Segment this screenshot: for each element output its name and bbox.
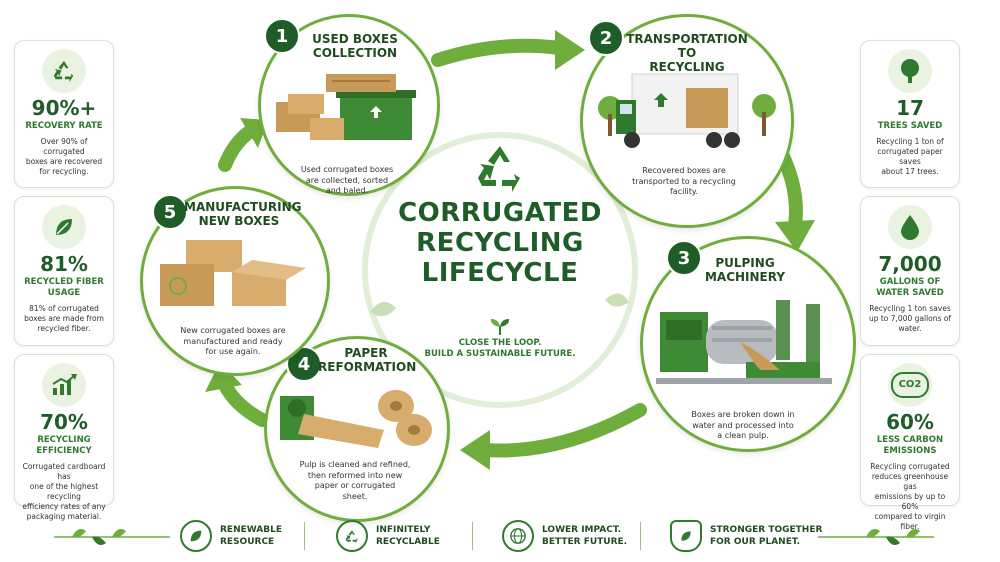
co2-icon: CO2 <box>891 372 929 398</box>
stat-card-water-saved: 7,000 GALLONS OF WATER SAVED Recycling 1… <box>860 196 960 346</box>
stat-card-trees-saved: 17 TREES SAVED Recycling 1 ton of corrug… <box>860 40 960 188</box>
stat-label: GALLONS OF WATER SAVED <box>876 277 944 298</box>
stat-label: RECYCLED FIBER USAGE <box>24 277 104 298</box>
step-title: USED BOXES COLLECTION <box>312 32 398 60</box>
page-title: CORRUGATED RECYCLING LIFECYCLE <box>398 198 602 288</box>
step-title: MANUFACTURING NEW BOXES <box>184 200 302 228</box>
tagline: CLOSE THE LOOP. BUILD A SUSTAINABLE FUTU… <box>424 338 576 359</box>
footer-vine-right <box>818 529 934 545</box>
recycling-truck-illustration <box>598 73 776 148</box>
recycle-icon <box>345 529 358 543</box>
step-description: Boxes are broken down in water and proce… <box>691 410 795 440</box>
stat-value: 17 <box>896 96 924 120</box>
step-badge: 2 <box>588 20 624 56</box>
stat-description: Over 90% of corrugated boxes are recover… <box>25 137 103 176</box>
stat-value: 81% <box>40 252 88 276</box>
footer-divider <box>472 522 473 550</box>
step-description: Recovered boxes are transported to a rec… <box>632 166 736 196</box>
tree-icon <box>901 59 919 83</box>
stat-description: Recycling corrugated reduces greenhouse … <box>870 462 950 531</box>
footer-divider <box>304 522 305 550</box>
growth-chart-icon <box>52 374 77 395</box>
stat-description: Corrugated cardboard has one of the high… <box>22 462 106 521</box>
footer-vine-left <box>54 529 170 545</box>
stat-label: TREES SAVED <box>877 121 943 131</box>
stat-card-carbon-emissions: CO2 60% LESS CARBON EMISSIONS Recycling … <box>860 354 960 531</box>
step-badge: 1 <box>264 18 300 54</box>
recycle-icon <box>53 60 74 83</box>
stat-description: 81% of corrugated boxes are made from re… <box>24 304 104 333</box>
stat-card-recycling-efficiency: 70% RECYCLING EFFICIENCY Corrugated card… <box>14 354 114 521</box>
stat-label: LESS CARBON EMISSIONS <box>876 435 944 456</box>
stat-description: Recycling 1 ton saves up to 7,000 gallon… <box>868 304 952 333</box>
footer-lower-impact: LOWER IMPACT.BETTER FUTURE. <box>502 520 627 552</box>
stat-label: RECOVERY RATE <box>25 121 103 131</box>
step-description: Pulp is cleaned and refined, then reform… <box>299 460 411 501</box>
water-drop-icon <box>901 215 919 240</box>
stat-card-recycled-fiber: 81% RECYCLED FIBER USAGE 81% of corrugat… <box>14 196 114 346</box>
globe-icon <box>510 528 526 544</box>
step-description: Used corrugated boxes are collected, sor… <box>300 165 394 195</box>
step-badge: 5 <box>152 194 188 230</box>
stat-value: 60% <box>886 410 934 434</box>
stat-value: 7,000 <box>878 252 942 276</box>
step-description: New corrugated boxes are manufactured an… <box>180 326 286 356</box>
step-title: PAPER REFORMATION <box>318 346 417 374</box>
pulping-machine-illustration <box>656 300 832 384</box>
stat-label: RECYCLING EFFICIENCY <box>36 435 92 456</box>
baled-boxes-illustration <box>276 74 416 140</box>
recycle-icon <box>478 146 520 192</box>
sprout-icon <box>490 319 510 335</box>
step-badge: 3 <box>666 240 702 276</box>
leaf-icon <box>190 530 202 542</box>
paper-rolls-illustration <box>280 390 432 448</box>
leaf-icon <box>56 219 72 235</box>
footer-divider <box>640 522 641 550</box>
new-boxes-illustration <box>160 240 306 306</box>
stat-description: Recycling 1 ton of corrugated paper save… <box>876 137 944 176</box>
stat-value: 70% <box>40 410 88 434</box>
step-title: PULPING MACHINERY <box>704 256 786 284</box>
shield-leaf-icon <box>681 531 691 541</box>
stat-card-recovery-rate: 90%+ RECOVERY RATE Over 90% of corrugate… <box>14 40 114 188</box>
stat-value: 90%+ <box>31 96 97 120</box>
